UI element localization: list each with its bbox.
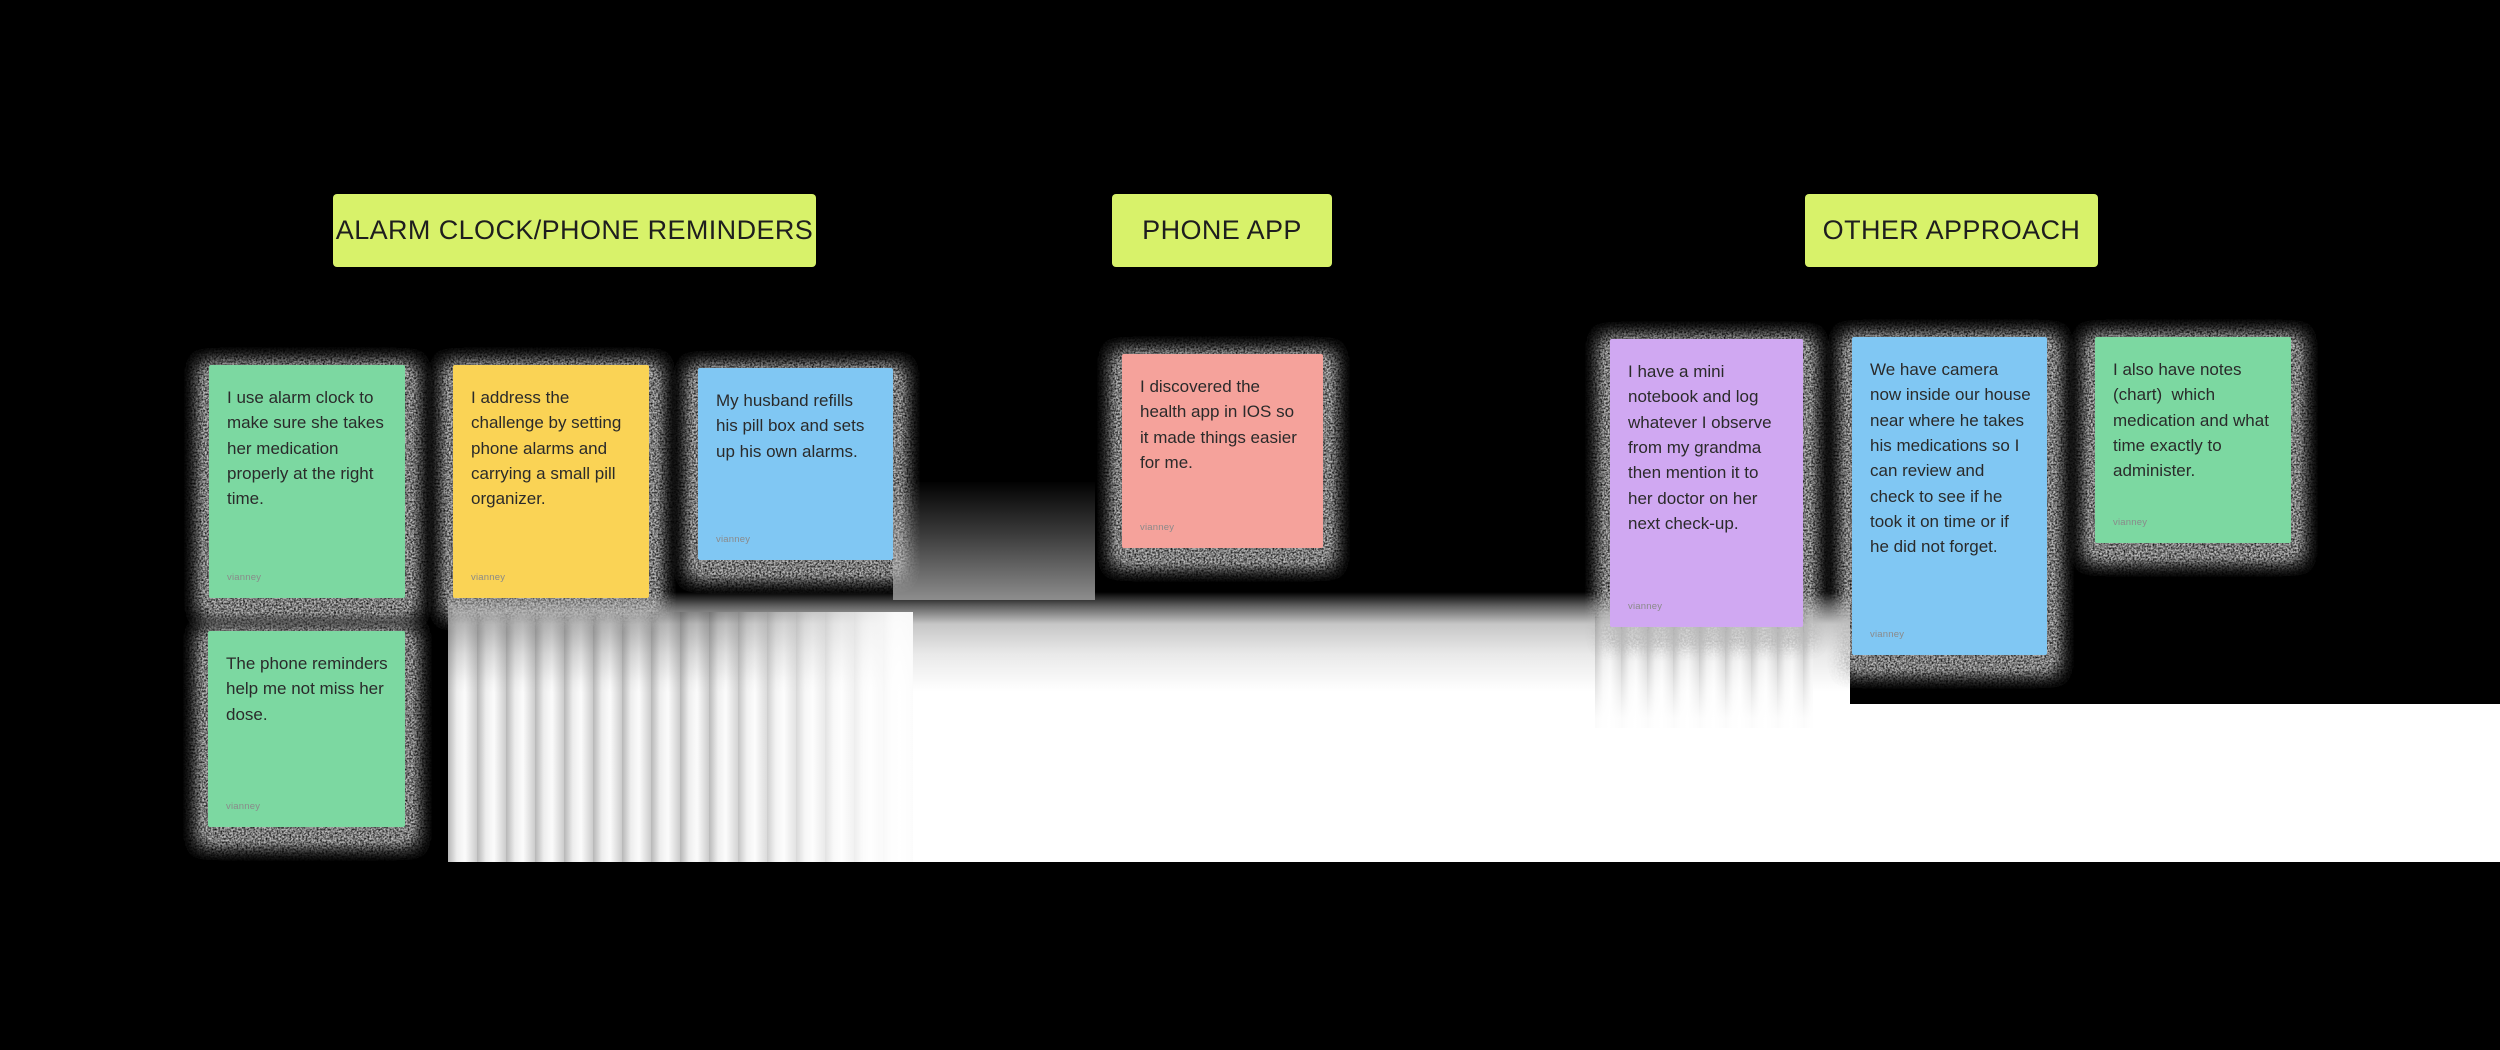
sticky-note[interactable]: The phone reminders help me not miss her… bbox=[208, 631, 405, 827]
section-header-alarm-clock-phone-reminders[interactable]: ALARM CLOCK/PHONE REMINDERS bbox=[333, 194, 816, 267]
section-header-phone-app[interactable]: PHONE APP bbox=[1112, 194, 1332, 267]
sticky-note-text: I also have notes (chart) which medicati… bbox=[2113, 360, 2274, 481]
white-backdrop-band-left bbox=[448, 592, 1850, 862]
sticky-note[interactable]: I have a mini notebook and log whatever … bbox=[1610, 339, 1803, 627]
sticky-note[interactable]: I use alarm clock to make sure she takes… bbox=[209, 365, 405, 598]
sticky-note[interactable]: I address the challenge by setting phone… bbox=[453, 365, 649, 598]
shadow-smear-right-of-blue-note bbox=[893, 482, 1095, 600]
sticky-note-author: vianney bbox=[1628, 601, 1663, 612]
section-header-label: ALARM CLOCK/PHONE REMINDERS bbox=[335, 215, 814, 245]
sticky-note-author: vianney bbox=[2113, 517, 2148, 528]
section-header-other-approach[interactable]: OTHER APPROACH bbox=[1805, 194, 2098, 267]
shadow-smear-under-yellow-blue-notes bbox=[448, 612, 913, 862]
sticky-note-text: I have a mini notebook and log whatever … bbox=[1628, 362, 1777, 533]
sticky-note[interactable]: My husband refills his pill box and sets… bbox=[698, 368, 893, 560]
white-backdrop-band-right bbox=[1850, 704, 2500, 862]
sticky-note-author: vianney bbox=[226, 801, 261, 812]
sticky-note-text: We have camera now inside our house near… bbox=[1870, 360, 2036, 557]
section-header-label: PHONE APP bbox=[1142, 215, 1302, 245]
sticky-note[interactable]: I also have notes (chart) which medicati… bbox=[2095, 337, 2291, 543]
sticky-note-author: vianney bbox=[471, 572, 506, 583]
sticky-note-author: vianney bbox=[716, 534, 751, 545]
sticky-note-text: I address the challenge by setting phone… bbox=[471, 388, 627, 509]
sticky-note-author: vianney bbox=[227, 572, 262, 583]
sticky-note-text: My husband refills his pill box and sets… bbox=[716, 391, 870, 461]
sticky-note[interactable]: We have camera now inside our house near… bbox=[1852, 337, 2047, 655]
sticky-note-text: The phone reminders help me not miss her… bbox=[226, 654, 393, 724]
sticky-note[interactable]: I discovered the health app in IOS so it… bbox=[1122, 354, 1323, 548]
sticky-note-author: vianney bbox=[1870, 629, 1905, 640]
sticky-note-text: I discovered the health app in IOS so it… bbox=[1140, 377, 1302, 472]
sticky-note-text: I use alarm clock to make sure she takes… bbox=[227, 388, 389, 509]
shadow-smear-under-purple-note bbox=[1595, 610, 1813, 728]
section-header-label: OTHER APPROACH bbox=[1822, 215, 2081, 245]
sticky-note-author: vianney bbox=[1140, 522, 1175, 533]
